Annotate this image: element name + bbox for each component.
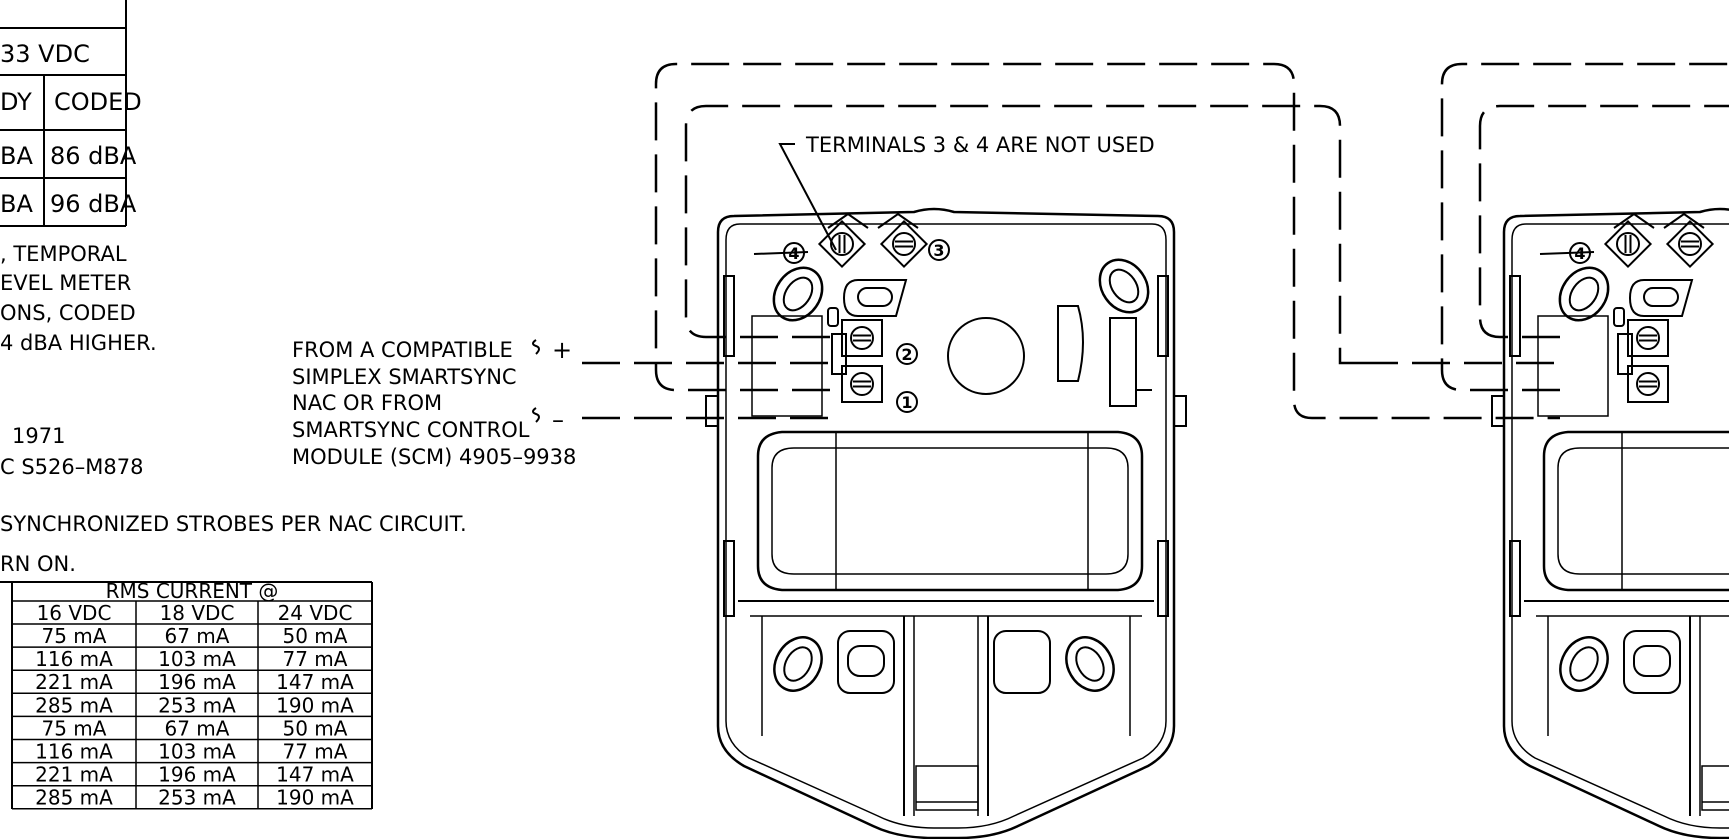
col-steady-header: DY	[0, 88, 32, 116]
terminal-note-text: TERMINALS 3 & 4 ARE NOT USED	[805, 133, 1155, 157]
table-cell: 75 mA	[42, 716, 107, 740]
notification-device	[706, 209, 1186, 838]
dashed-wiring	[582, 62, 1729, 420]
column-header: 24 VDC	[278, 601, 353, 625]
terminal-note: TERMINALS 3 & 4 ARE NOT USED	[778, 133, 1155, 251]
terminal-number: 4	[1574, 244, 1585, 263]
table-cell: 196 mA	[158, 763, 236, 787]
table-cell: 285 mA	[35, 786, 113, 810]
terminal-number: 3	[933, 241, 944, 260]
listing-line: 1971	[12, 424, 65, 448]
plus-sign: +	[552, 336, 572, 364]
terminal-number: 4	[788, 244, 799, 263]
row2-steady: BA	[0, 190, 33, 218]
spec-note-line: , TEMPORAL	[0, 242, 127, 266]
current-table-header: RMS CURRENT @	[106, 579, 279, 603]
notification-device	[1492, 209, 1729, 838]
source-label: FROM A COMPATIBLE SIMPLEX SMARTSYNC NAC …	[292, 338, 576, 469]
table-cell: 285 mA	[35, 693, 113, 717]
table-cell: 196 mA	[158, 670, 236, 694]
table-cell: 75 mA	[42, 624, 107, 648]
on-note: RN ON.	[0, 552, 76, 576]
row1-steady: BA	[0, 142, 33, 170]
source-label-line: MODULE (SCM) 4905–9938	[292, 445, 576, 469]
table-cell: 147 mA	[276, 670, 354, 694]
current-table: RMS CURRENT @ 16 VDC 18 VDC 24 VDC 75 mA…	[0, 579, 373, 810]
table-cell: 147 mA	[276, 763, 354, 787]
voltage-header: 33 VDC	[0, 40, 90, 68]
table-cell: 190 mA	[276, 786, 354, 810]
source-label-line: NAC OR FROM	[292, 391, 442, 415]
table-cell: 67 mA	[165, 624, 230, 648]
table-cell: 103 mA	[158, 740, 236, 764]
table-cell: 253 mA	[158, 693, 236, 717]
table-cell: 77 mA	[283, 647, 348, 671]
source-label-line: SIMPLEX SMARTSYNC	[292, 365, 517, 389]
table-cell: 116 mA	[35, 740, 113, 764]
spec-table: 33 VDC DY CODED BA 86 dBA BA 96 dBA	[0, 0, 142, 227]
table-cell: 253 mA	[158, 786, 236, 810]
table-cell: 77 mA	[283, 740, 348, 764]
spec-note-line: EVEL METER	[0, 271, 131, 295]
row2-coded: 96 dBA	[50, 190, 137, 218]
polarity-leads: + –	[532, 336, 572, 434]
row1-coded: 86 dBA	[50, 142, 137, 170]
sync-note: SYNCHRONIZED STROBES PER NAC CIRCUIT.	[0, 512, 467, 536]
source-label-line: FROM A COMPATIBLE	[292, 338, 513, 362]
table-cell: 103 mA	[158, 647, 236, 671]
spec-notes: , TEMPORAL EVEL METER ONS, CODED 4 dBA H…	[0, 242, 467, 576]
table-cell: 221 mA	[35, 670, 113, 694]
table-cell: 190 mA	[276, 693, 354, 717]
terminal-numbers: 1 2 3 4 4	[783, 239, 1591, 413]
column-header: 16 VDC	[37, 601, 112, 625]
table-cell: 50 mA	[283, 624, 348, 648]
terminal-number: 1	[901, 393, 912, 412]
table-cell: 116 mA	[35, 647, 113, 671]
spec-note-line: ONS, CODED	[0, 301, 136, 325]
listing-line: C S526–M878	[0, 455, 143, 479]
table-cell: 67 mA	[165, 716, 230, 740]
col-coded-header: CODED	[54, 88, 142, 116]
table-cell: 50 mA	[283, 716, 348, 740]
column-header: 18 VDC	[160, 601, 235, 625]
terminal-number: 2	[901, 345, 912, 364]
spec-note-line: 4 dBA HIGHER.	[0, 331, 157, 355]
source-label-line: SMARTSYNC CONTROL	[292, 418, 530, 442]
table-cell: 221 mA	[35, 763, 113, 787]
minus-sign: –	[552, 406, 564, 434]
